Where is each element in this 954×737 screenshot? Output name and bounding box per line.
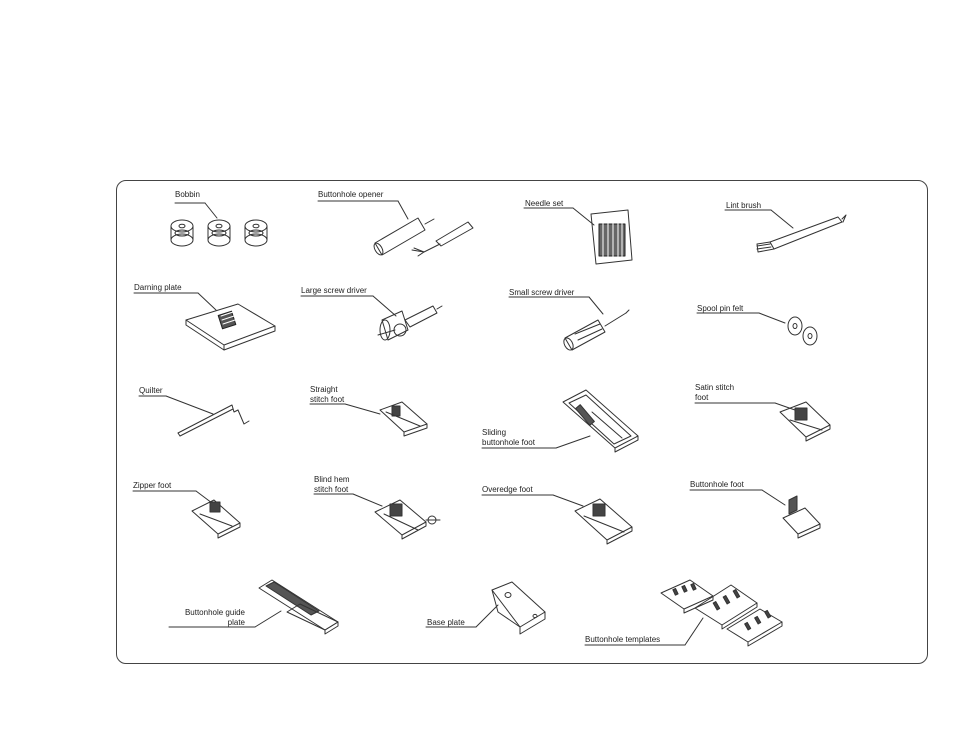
label-buttonhole-guide-plate: Buttonhole guide plate bbox=[184, 608, 245, 627]
label-satin-stitch-foot: Satin stitch foot bbox=[695, 383, 735, 402]
zipper-foot-drawing bbox=[132, 490, 241, 539]
label-buttonhole-templates: Buttonhole templates bbox=[585, 635, 661, 644]
label-base-plate: Base plate bbox=[427, 618, 465, 627]
large-screw-driver-drawing bbox=[300, 295, 443, 341]
sliding-buttonhole-foot-drawing bbox=[481, 389, 639, 453]
spool-pin-felt-drawing bbox=[696, 312, 818, 346]
label-large-screw-driver: Large screw driver bbox=[301, 286, 367, 295]
label-buttonhole-foot: Buttonhole foot bbox=[690, 480, 744, 489]
lint-brush-drawing bbox=[724, 209, 847, 253]
buttonhole-templates-drawing bbox=[584, 579, 783, 647]
base-plate-drawing bbox=[425, 581, 546, 635]
blind-hem-stitch-foot-drawing bbox=[313, 493, 441, 540]
satin-stitch-foot-drawing bbox=[694, 401, 831, 442]
buttonhole-foot-drawing bbox=[689, 489, 821, 539]
label-sliding-buttonhole-foot: Sliding buttonhole foot bbox=[482, 428, 535, 447]
label-small-screw-driver: Small screw driver bbox=[509, 288, 575, 297]
buttonhole-guide-plate-drawing bbox=[168, 579, 339, 635]
label-bobbin: Bobbin bbox=[175, 190, 200, 199]
darning-plate-drawing bbox=[133, 292, 276, 351]
label-zipper-foot: Zipper foot bbox=[133, 481, 172, 490]
label-blind-hem-stitch-foot: Blind hem stitch foot bbox=[314, 475, 350, 494]
label-darning-plate: Darning plate bbox=[134, 283, 182, 292]
small-screw-driver-drawing bbox=[508, 296, 630, 351]
overedge-foot-drawing bbox=[481, 494, 633, 545]
straight-stitch-foot-drawing bbox=[309, 401, 428, 437]
label-needle-set: Needle set bbox=[525, 199, 564, 208]
label-quilter: Quilter bbox=[139, 386, 163, 395]
label-straight-stitch-foot: Straight stitch foot bbox=[310, 385, 345, 404]
needle-set-drawing bbox=[523, 207, 633, 265]
label-buttonhole-opener: Buttonhole opener bbox=[318, 190, 384, 199]
label-spool-pin-felt: Spool pin felt bbox=[697, 304, 744, 313]
bobbin-drawing bbox=[170, 202, 268, 247]
label-lint-brush: Lint brush bbox=[726, 201, 762, 210]
buttonhole-opener-drawing bbox=[317, 200, 474, 257]
quilter-drawing bbox=[138, 395, 250, 437]
accessories-panel bbox=[116, 180, 928, 664]
label-overedge-foot: Overedge foot bbox=[482, 485, 533, 494]
